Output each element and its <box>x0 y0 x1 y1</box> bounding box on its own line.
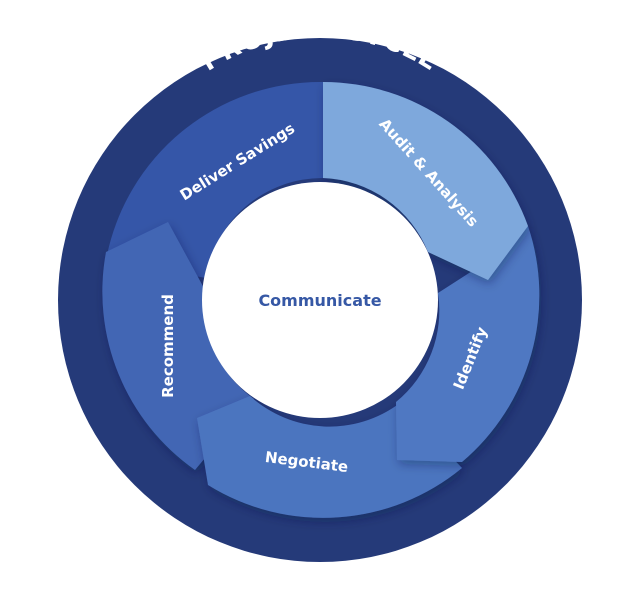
segment-identify <box>396 226 540 462</box>
label-recommend: Recommend <box>159 294 177 398</box>
segment-negotiate <box>197 396 462 518</box>
center-circle <box>202 182 438 418</box>
segment-recommend <box>102 222 254 470</box>
center-label-communicate: Communicate <box>258 291 381 310</box>
segment-audit-analysis <box>323 82 528 280</box>
